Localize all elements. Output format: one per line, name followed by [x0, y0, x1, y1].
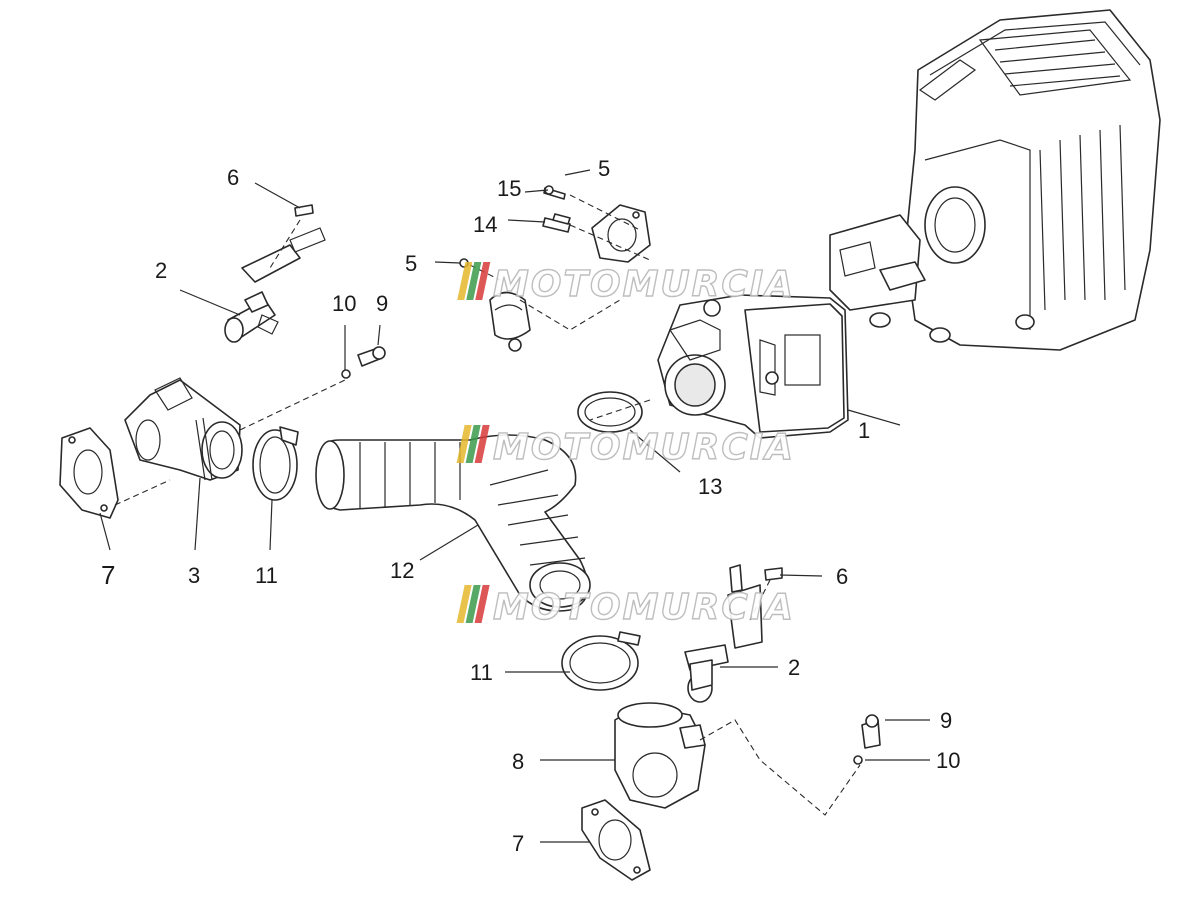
callout-8: 8: [512, 749, 524, 774]
sensor-screws: [459, 185, 571, 268]
callout-6-upper: 6: [227, 165, 239, 190]
injector-lower[interactable]: [684, 564, 783, 703]
callout-2-lower: 2: [788, 655, 800, 680]
callout-3: 3: [188, 563, 200, 588]
gasket-lower[interactable]: [581, 799, 651, 881]
airbox-assembly: [829, 9, 1161, 351]
hose-clamp-throttle[interactable]: [577, 391, 643, 433]
watermark-stripe-green: [465, 585, 481, 623]
callout-15: 15: [497, 176, 521, 201]
callout-11-lower: 11: [470, 660, 493, 685]
hose-clamp-lower[interactable]: [561, 631, 641, 691]
watermark-stripe-red: [475, 262, 491, 300]
small-clamp[interactable]: [489, 291, 531, 352]
watermark-stripe-green: [465, 425, 481, 463]
callout-13: 13: [698, 474, 722, 499]
watermark-middle: MOTOMURCIA: [456, 425, 795, 469]
screw-washer-left: [341, 346, 386, 379]
callout-10-lower: 10: [936, 748, 960, 773]
watermark-stripe-yellow: [456, 425, 472, 463]
callout-9-lower: 9: [940, 708, 952, 733]
intake-manifold-lower[interactable]: [614, 702, 706, 809]
watermark-stripe-red: [474, 425, 490, 463]
callout-11-left: 11: [255, 563, 278, 588]
watermark-stripe-green: [466, 262, 482, 300]
callout-7-left: 7: [101, 560, 115, 590]
watermark-top: MOTOMURCIA: [457, 262, 795, 306]
callout-7-lower: 7: [512, 831, 524, 856]
callout-1: 1: [858, 418, 870, 443]
watermark-text: MOTOMURCIA: [493, 264, 795, 305]
leader-lines: [99, 169, 930, 843]
throttle-position-sensor[interactable]: [591, 204, 651, 263]
callout-labels: 1 2 2 3 5 5 6 6 7 7 8 9 9 10 10 11 11 12…: [101, 156, 960, 856]
intake-manifold-left[interactable]: [124, 377, 243, 481]
callout-2-upper: 2: [155, 258, 167, 283]
callout-5-left: 5: [405, 251, 417, 276]
hose-clamp-left[interactable]: [252, 426, 299, 501]
callout-12: 12: [390, 558, 414, 583]
watermark-stripe-yellow: [456, 585, 472, 623]
watermark-stripe-red: [474, 585, 490, 623]
assembly-dash-lines: [114, 194, 861, 816]
gasket-left[interactable]: [59, 427, 119, 519]
callout-9-upper: 9: [376, 291, 388, 316]
y-intake-hose[interactable]: [315, 434, 591, 612]
callout-10-upper: 10: [332, 291, 356, 316]
watermark-stripe-yellow: [457, 262, 473, 300]
throttle-body[interactable]: [657, 294, 849, 439]
watermark-text: MOTOMURCIA: [493, 427, 795, 468]
callout-6-lower: 6: [836, 564, 848, 589]
watermark-text: MOTOMURCIA: [493, 587, 795, 628]
watermark-bottom: MOTOMURCIA: [456, 585, 795, 629]
injector-left[interactable]: [224, 204, 326, 343]
callout-5-top: 5: [598, 156, 610, 181]
callout-14: 14: [473, 212, 497, 237]
screw-washer-lower: [853, 714, 881, 765]
